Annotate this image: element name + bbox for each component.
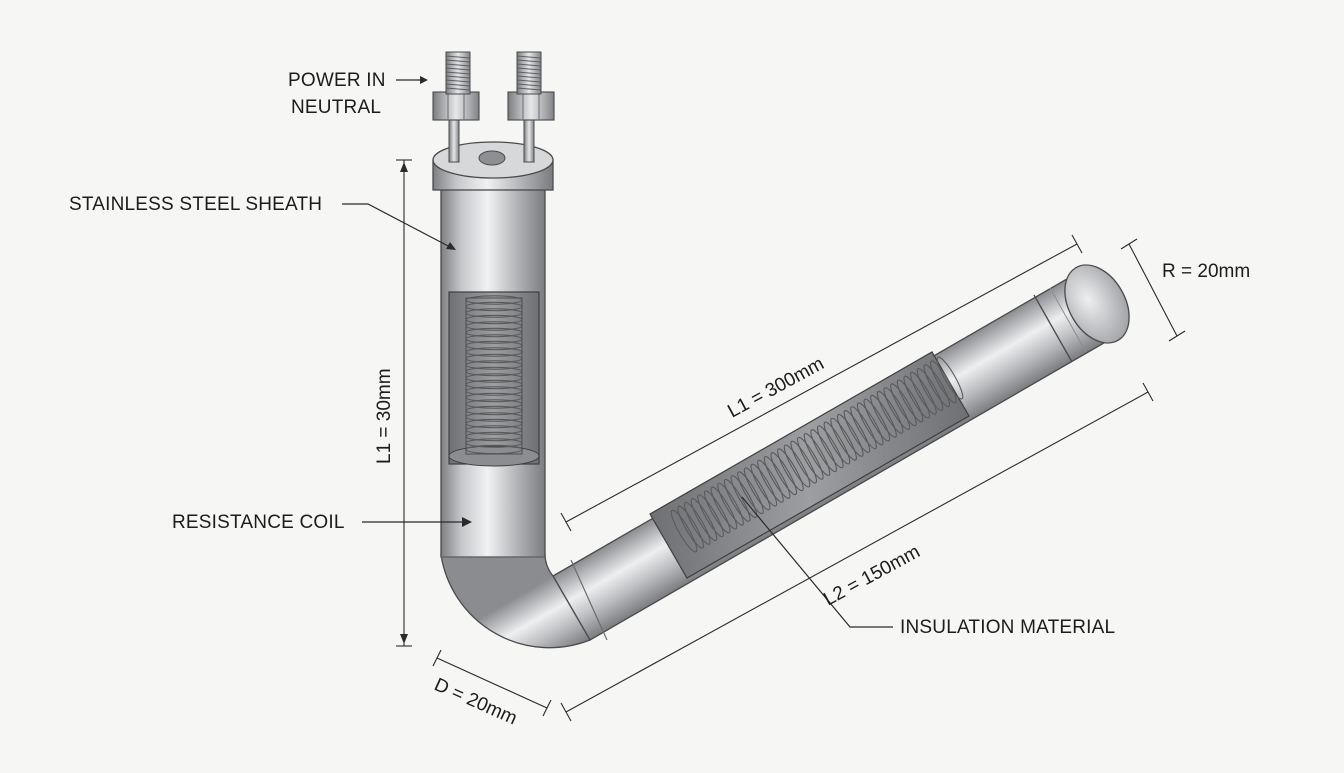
horizontal-resistance-coil (670, 356, 964, 553)
sheath-leader (342, 203, 453, 249)
dim-end-radius-label: R = 20mm (1162, 261, 1250, 282)
label-power-in: POWER IN (288, 70, 386, 91)
vertical-resistance-coil (465, 295, 523, 455)
dim-end-radius: R = 20mm (1120, 238, 1250, 342)
horizontal-cutaway (649, 351, 970, 579)
dim-cutaway-length-label: L2 = 150mm (820, 541, 923, 610)
insulation-leader (741, 496, 893, 628)
dim-diameter-label: D = 20mm (431, 674, 520, 729)
horizontal-tube (552, 264, 1130, 641)
neutral-nut (507, 91, 555, 121)
dim-vertical-length-label: L1 = 30mm (374, 368, 395, 464)
dim-vertical-length: L1 = 30mm (374, 159, 412, 647)
label-neutral: NEUTRAL (291, 97, 381, 118)
vertical-cutaway (448, 291, 540, 465)
dim-diameter: D = 20mm (431, 649, 552, 729)
power-in-nut (432, 91, 480, 121)
neutral-terminal (516, 51, 542, 95)
label-resistance-coil: RESISTANCE COIL (172, 512, 345, 533)
tube-bend (440, 554, 591, 649)
label-insulation-material: INSULATION MATERIAL (900, 617, 1115, 638)
label-stainless-steel-sheath: STAINLESS STEEL SHEATH (69, 194, 322, 215)
vertical-tube (440, 179, 546, 558)
terminal-head (432, 51, 555, 191)
